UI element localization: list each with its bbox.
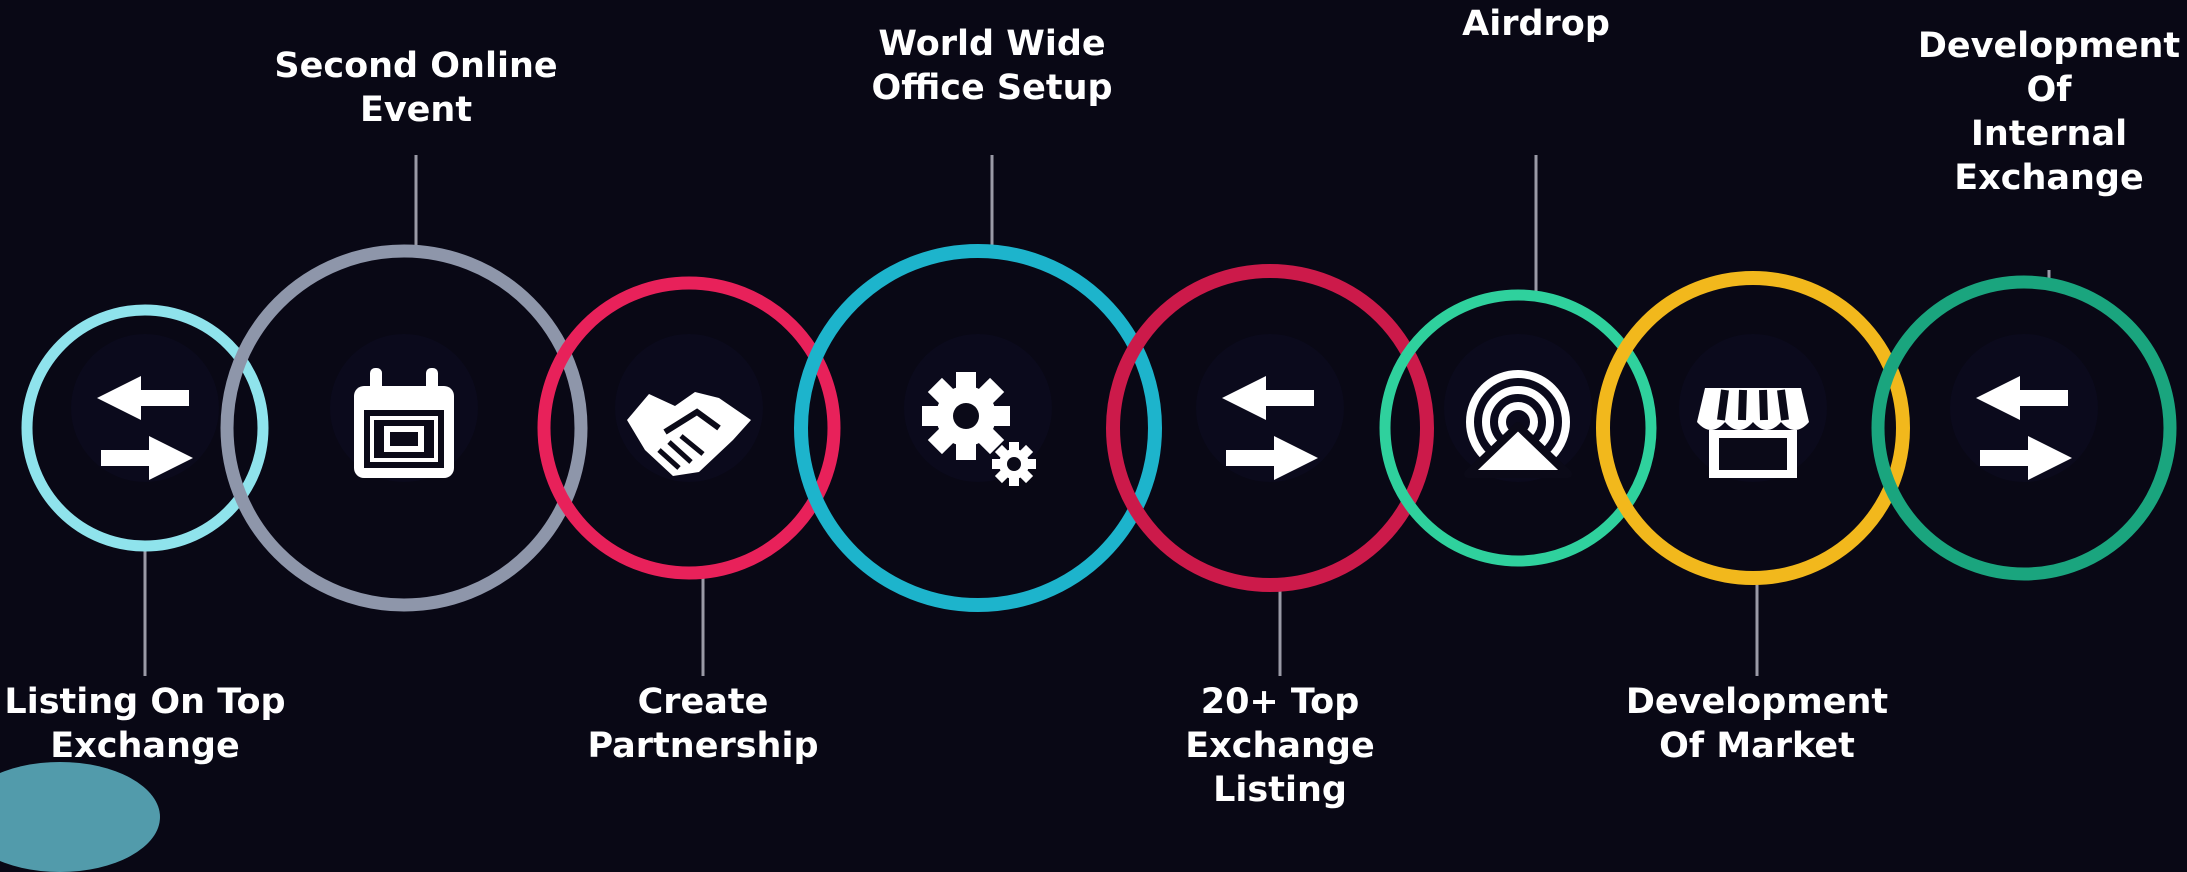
roadmap-diagram	[21, 155, 2177, 676]
step-ring-5	[1106, 264, 1434, 592]
step-ring-4	[794, 244, 1162, 612]
step-ring-6	[1379, 289, 1657, 567]
airdrop-icon	[1468, 374, 1568, 474]
icon-backdrop	[1950, 334, 2098, 482]
icon-backdrop	[1196, 334, 1344, 482]
storefront-icon	[1697, 388, 1809, 478]
step-label-4: World Wide Office Setup	[871, 24, 1113, 108]
step-ring-7	[1596, 271, 1910, 585]
step-label-2: Second Online Event	[274, 46, 558, 130]
step-ring-2	[220, 244, 588, 612]
step-label-8: Development Of Internal Exchange	[1917, 26, 2181, 198]
step-ring-3	[537, 276, 841, 580]
step-ring-8	[1871, 275, 2177, 581]
step-label-5: 20+ Top Exchange Listing	[1185, 682, 1375, 810]
step-label-6: Airdrop	[1462, 4, 1610, 44]
step-label-3: Create Partnership	[587, 682, 819, 766]
step-label-1: Listing On Top Exchange	[4, 682, 286, 766]
icon-backdrop	[71, 334, 219, 482]
step-label-7: Development Of Market	[1625, 682, 1889, 766]
step-ring-1	[21, 304, 269, 552]
